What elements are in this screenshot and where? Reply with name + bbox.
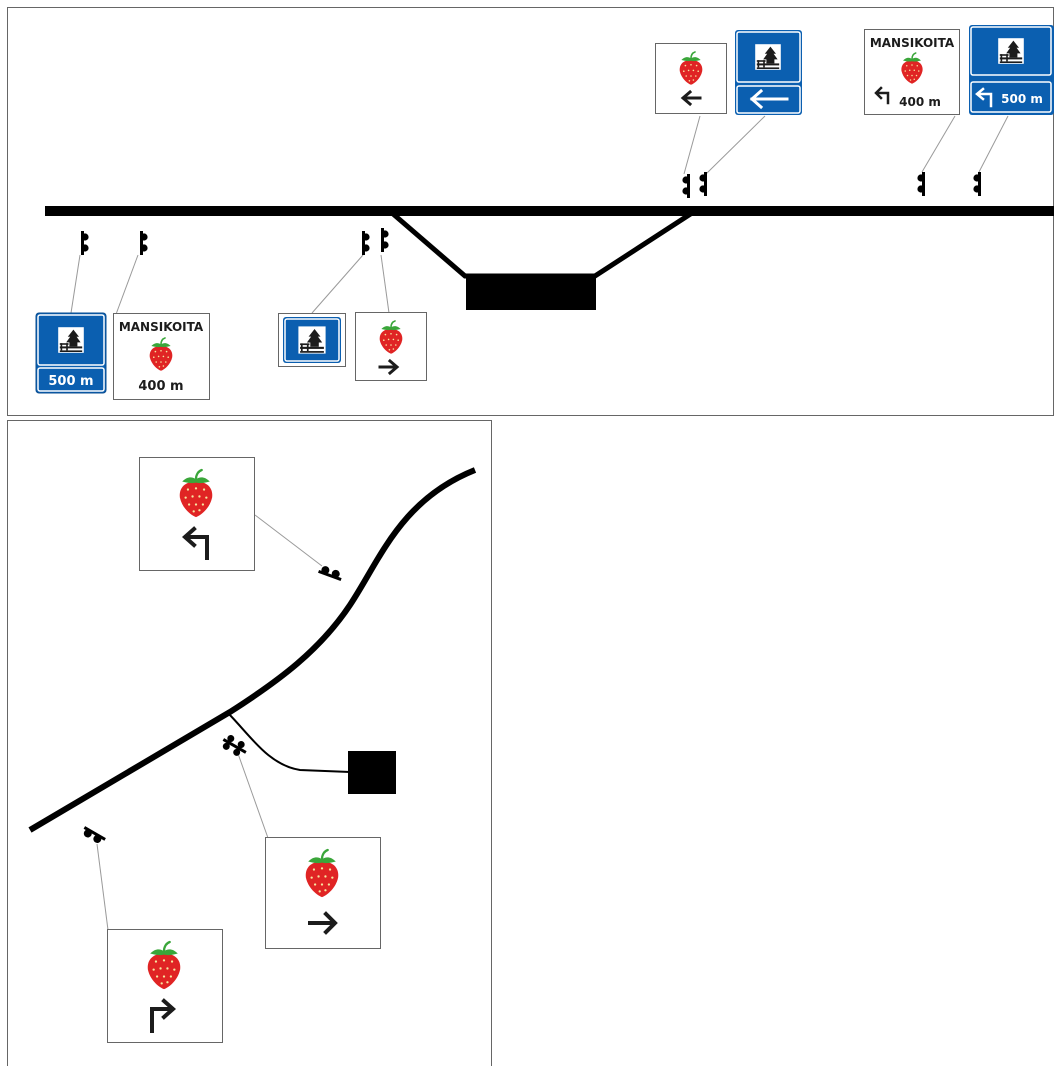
sign-title-text: MANSIKOITA xyxy=(870,36,955,50)
rest-area-block xyxy=(348,751,396,794)
sign-distance-text: 400 m xyxy=(138,379,183,394)
rest-area-icon xyxy=(998,38,1024,64)
rest-area-icon xyxy=(755,44,781,70)
arrow-turn-left-icon xyxy=(874,86,890,105)
sign-post-icon xyxy=(83,826,106,843)
bottom-diagram-panel xyxy=(7,420,492,1066)
arrow-turn-left-icon xyxy=(975,87,993,108)
sign-posts-bottom xyxy=(83,566,342,843)
arrow-turn-right-icon xyxy=(150,998,177,1033)
sign-strawberry-turn-right xyxy=(107,929,223,1043)
sign-title-text: MANSIKOITA xyxy=(119,320,204,334)
arrow-left-icon xyxy=(680,89,702,107)
sign-strawberry-left-top xyxy=(655,43,727,114)
sign-distance-text: 500 m xyxy=(48,374,93,389)
sign-strawberry-400m-left: MANSIKOITA 400 m xyxy=(113,313,210,400)
sign-rest-area-500m-right: 500 m xyxy=(969,25,1054,115)
rest-area-block xyxy=(466,274,596,310)
sign-distance-text: 400 m xyxy=(899,95,941,109)
sign-rest-area-symbol xyxy=(278,313,346,367)
curved-main-road xyxy=(28,467,477,833)
arrow-right-icon xyxy=(378,358,400,376)
sign-strawberry-400m-right: MANSIKOITA 400 m xyxy=(864,29,960,115)
leader-lines xyxy=(70,115,1009,318)
sign-strawberry-right-bottom xyxy=(265,837,381,949)
sign-post-icon xyxy=(318,566,342,581)
sign-rest-area-left-top xyxy=(735,30,802,115)
leader-lines xyxy=(96,514,323,931)
rest-area-icon xyxy=(58,327,84,353)
sign-rest-area-500m-left: 500 m xyxy=(35,312,107,394)
sign-distance-text: 500 m xyxy=(1001,92,1043,106)
sign-strawberry-right xyxy=(355,312,427,381)
rest-area-icon xyxy=(298,326,326,354)
arrow-right-icon xyxy=(308,911,338,935)
sign-post-icon xyxy=(222,735,247,756)
top-diagram-panel: 500 m MANSIKOITA 400 m xyxy=(7,7,1054,416)
arrow-turn-left-icon xyxy=(181,526,209,560)
sign-strawberry-turn-left xyxy=(139,457,255,571)
curved-side-road xyxy=(226,711,351,773)
arrow-left-icon xyxy=(749,88,789,110)
